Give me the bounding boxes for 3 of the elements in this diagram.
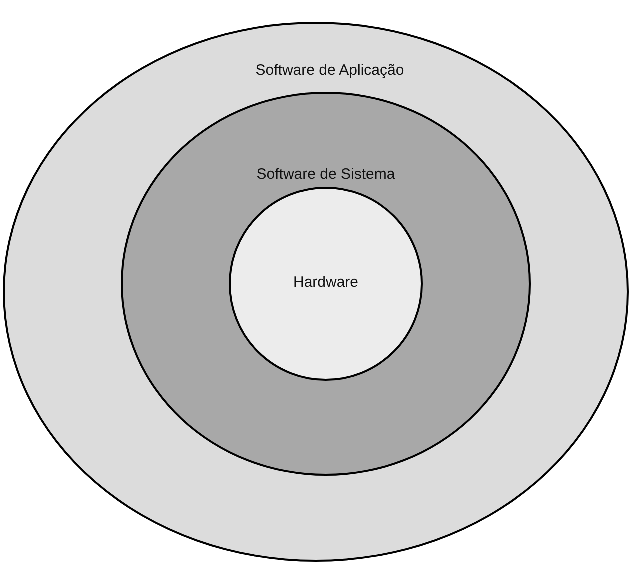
layer-label: Hardware [293,274,359,291]
layer-label: Software de Aplicação [256,62,404,79]
layer-label: Software de Sistema [256,166,396,183]
